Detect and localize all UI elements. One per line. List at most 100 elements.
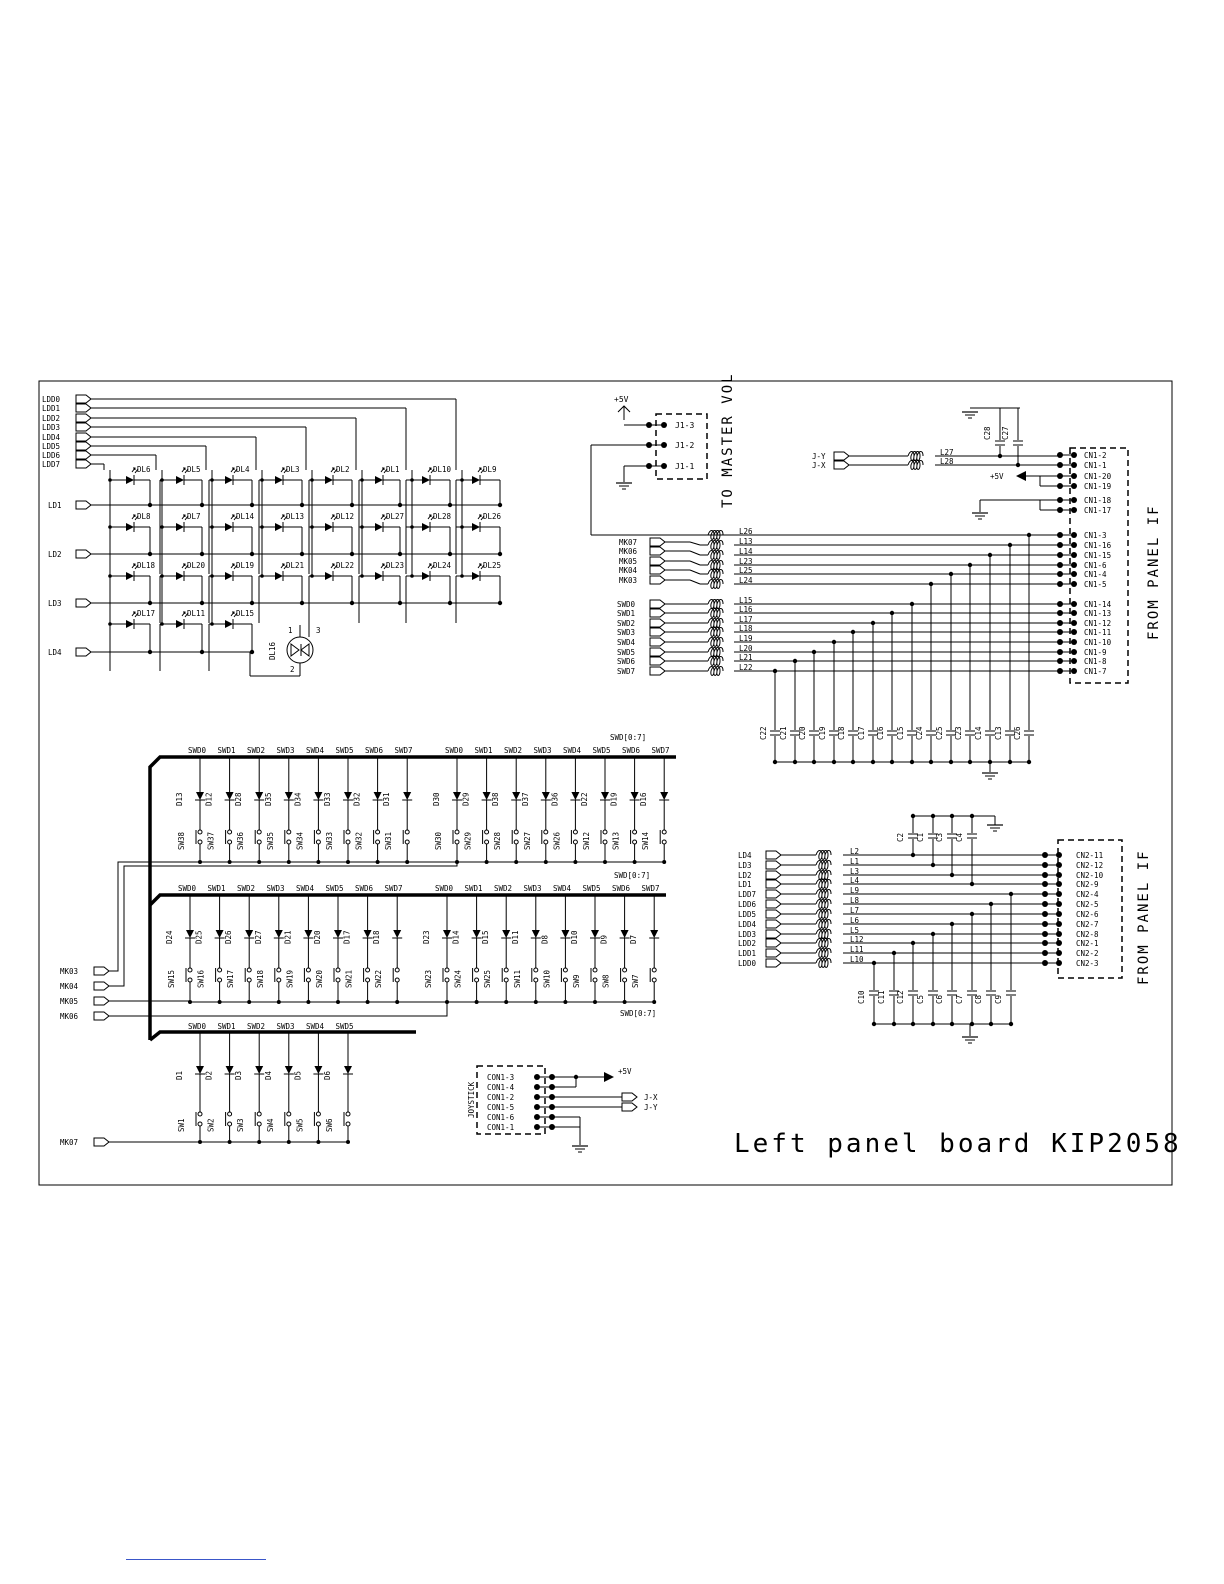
diode-label-d3: D3 <box>234 1071 243 1080</box>
diode-label-d30: D30 <box>432 792 441 806</box>
cn2-net-ld1: LD1 <box>738 880 752 889</box>
led-dl1 <box>375 476 383 484</box>
ld-port-3 <box>75 647 92 657</box>
diode-label-d32: D32 <box>353 792 362 806</box>
diode-d33 <box>344 792 352 800</box>
diode-label-d6: D6 <box>323 1070 332 1080</box>
cap-label-c10: C10 <box>857 990 866 1004</box>
cn1-pin-cn1-4: CN1-4 <box>1084 570 1107 579</box>
cn1-port-mk03 <box>649 575 666 585</box>
led-dl8 <box>126 523 134 531</box>
cap-c1 <box>928 833 938 839</box>
mk07-input: MK07 <box>60 1138 78 1147</box>
ldd-port-1 <box>75 403 92 413</box>
inductor-l15 <box>707 599 724 609</box>
switch-label-sw9: SW9 <box>572 974 581 988</box>
inductor-label-l21: L21 <box>739 653 753 662</box>
inductor-l8 <box>815 899 832 909</box>
cap-label-c7: C7 <box>955 995 964 1004</box>
led-label-dl10: DL10 <box>433 465 452 474</box>
diode-label-d15: D15 <box>481 930 490 944</box>
diode-label-d13: D13 <box>175 792 184 806</box>
cap-label-c19: C19 <box>818 726 827 740</box>
cn1-net-swd7: SWD7 <box>617 667 635 676</box>
swd-header-r1-1-6: SWD6 <box>622 746 641 755</box>
switch-label-sw24: SW24 <box>454 969 463 988</box>
cn1-net-mk04: MK04 <box>619 566 638 575</box>
cn1-pin-cn1-12: CN1-12 <box>1084 619 1111 628</box>
cn2-port-ldd7 <box>765 889 782 899</box>
switch-label-sw26: SW26 <box>552 831 561 850</box>
ld-input-ld3: LD3 <box>48 599 62 608</box>
swd-header-r2-0-2: SWD2 <box>237 884 255 893</box>
cap-c3 <box>947 833 957 839</box>
cn1-port-swd7 <box>649 666 666 676</box>
dl16-pin-1: 1 <box>288 626 293 635</box>
cn2-port-ldd0 <box>765 958 782 968</box>
cap-c28 <box>995 440 1005 446</box>
led-label-dl3: DL3 <box>286 465 300 474</box>
diode-d32 <box>373 792 382 800</box>
cap-label-c22: C22 <box>759 726 768 740</box>
inductor-l28 <box>907 460 924 470</box>
cap-c7 <box>967 990 977 996</box>
diode-d30 <box>453 792 461 800</box>
cap-label-c3: C3 <box>935 833 944 842</box>
swd-bus-label-bottom: SWD[0:7] <box>620 1009 656 1018</box>
led-label-dl18: DL18 <box>137 561 156 570</box>
inductor-l5 <box>815 929 832 939</box>
inductor-label-l4: L4 <box>850 876 860 885</box>
cn1-net-swd0: SWD0 <box>617 600 636 609</box>
diode-d26 <box>245 930 254 938</box>
inductor-l7 <box>815 909 832 919</box>
joystick-out-jy: J-Y <box>644 1103 658 1112</box>
diode-d14 <box>472 930 481 938</box>
diode-label-d28: D28 <box>234 792 243 806</box>
led-dl25 <box>472 572 480 580</box>
joystick-pin-con1-2: CON1-2 <box>487 1093 514 1102</box>
joystick-pin-con1-4: CON1-4 <box>487 1083 515 1092</box>
diode-d35 <box>284 792 293 800</box>
diode-label-d23: D23 <box>422 930 431 944</box>
led-dl10 <box>422 476 430 484</box>
cap-label-c16: C16 <box>876 726 885 740</box>
inductor-l16 <box>707 608 724 618</box>
swd-bus-row3 <box>148 1030 416 1042</box>
swd-header-r2-1-6: SWD6 <box>612 884 631 893</box>
diode-label-d29: D29 <box>462 792 471 806</box>
led-dl17 <box>126 620 134 628</box>
cn2-port-ld3 <box>765 860 782 870</box>
diode-label-d37: D37 <box>521 792 530 806</box>
switch-label-sw4: SW4 <box>266 1118 275 1132</box>
diode-d36 <box>571 792 580 800</box>
cn1-pin-cn1-2: CN1-2 <box>1084 451 1107 460</box>
joystick-pin-con1-6: CON1-6 <box>487 1113 515 1122</box>
inductor-label-l18: L18 <box>739 624 753 633</box>
panel-if-label-1: FROM PANEL IF <box>1146 504 1162 640</box>
inductor-label-l24: L24 <box>739 576 753 585</box>
cn1-pin-cn1-20: CN1-20 <box>1084 472 1112 481</box>
led-dl19 <box>225 572 233 580</box>
cn1-net-swd5: SWD5 <box>617 648 635 657</box>
switch-label-sw33: SW33 <box>325 832 334 850</box>
ldd-input-ldd2: LDD2 <box>42 414 60 423</box>
ld-input-ld4: LD4 <box>48 648 62 657</box>
inductor-l21 <box>707 656 724 666</box>
switch-label-sw20: SW20 <box>315 969 324 988</box>
cn1-port-j-y <box>833 451 850 461</box>
led-dl6 <box>126 476 134 484</box>
cn2-net-ldd6: LDD6 <box>738 900 757 909</box>
j1-1-label: J1-1 <box>675 462 694 471</box>
inductor-l25 <box>707 569 724 579</box>
led-label-dl8: DL8 <box>137 512 151 521</box>
diode-label-d2: D2 <box>205 1071 214 1080</box>
ld-input-ld2: LD2 <box>48 550 62 559</box>
led-dl15 <box>225 620 233 628</box>
switch-label-sw11: SW11 <box>513 970 522 988</box>
swd-header-r3-5: SWD5 <box>336 1022 354 1031</box>
cap-c13 <box>1005 730 1015 736</box>
switch-label-sw38: SW38 <box>177 831 186 850</box>
swd-header-r2-1-4: SWD4 <box>553 884 572 893</box>
joystick-supply-label: +5V <box>618 1067 632 1076</box>
cap-c15 <box>907 730 917 736</box>
